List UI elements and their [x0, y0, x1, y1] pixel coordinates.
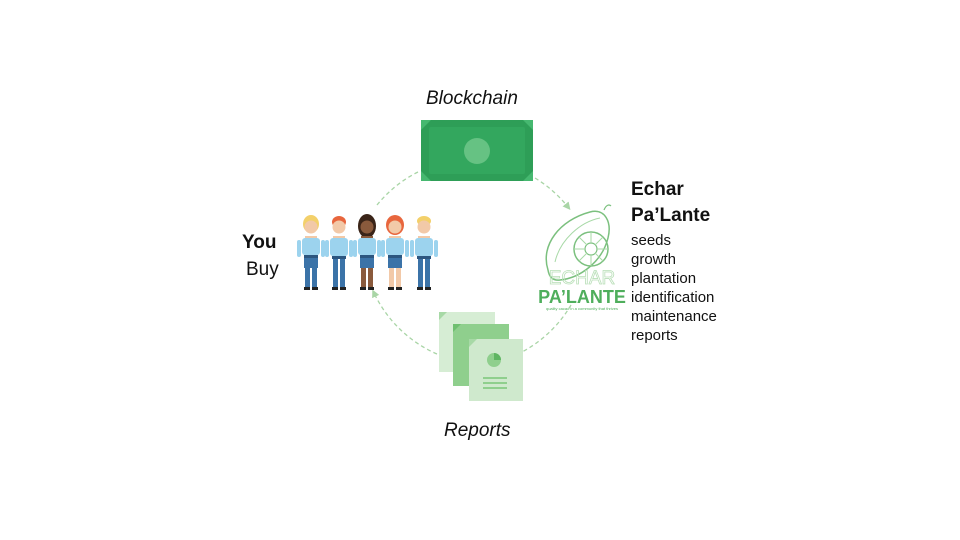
list-item: maintenance: [631, 308, 717, 325]
person-icon: [325, 216, 353, 290]
person-icon: [297, 215, 325, 290]
cycle-arrows: [372, 170, 572, 355]
list-item: growth: [631, 251, 677, 268]
reports-label: Reports: [444, 420, 511, 441]
list-item: reports: [631, 327, 678, 344]
buy-subtitle: Buy: [246, 259, 279, 280]
arrow-echar-to-reports: [521, 304, 572, 353]
arrow-you-to-blockchain: [376, 170, 421, 206]
echar-items-list: seeds growth plantation identification m…: [631, 231, 717, 345]
echar-palante-logo: ECHAR PA’LANTE quality cacao in a commun…: [538, 204, 626, 311]
documents-icon: [439, 312, 523, 401]
you-buy-label: You Buy: [242, 229, 279, 283]
people-group-icon: [297, 214, 438, 290]
echar-palante-info: Echar Pa’Lante seeds growth plantation i…: [631, 177, 717, 345]
person-icon: [410, 216, 438, 290]
arrow-reports-to-you: [372, 289, 438, 355]
echar-title-line2: Pa’Lante: [631, 205, 711, 226]
logo-text-bottom: PA’LANTE: [538, 287, 626, 307]
arrow-blockchain-to-echar: [534, 177, 571, 211]
banknote-icon: [421, 120, 533, 181]
logo-text-top: ECHAR: [549, 268, 616, 289]
echar-title-line1: Echar: [631, 179, 684, 200]
list-item: seeds: [631, 232, 672, 249]
you-title: You: [242, 232, 277, 253]
blockchain-label: Blockchain: [426, 88, 518, 109]
list-item: identification: [631, 289, 715, 306]
person-icon: [353, 214, 381, 290]
person-icon: [381, 215, 409, 290]
list-item: plantation: [631, 270, 697, 287]
logo-tagline: quality cacao in a community that thrive…: [546, 306, 618, 311]
